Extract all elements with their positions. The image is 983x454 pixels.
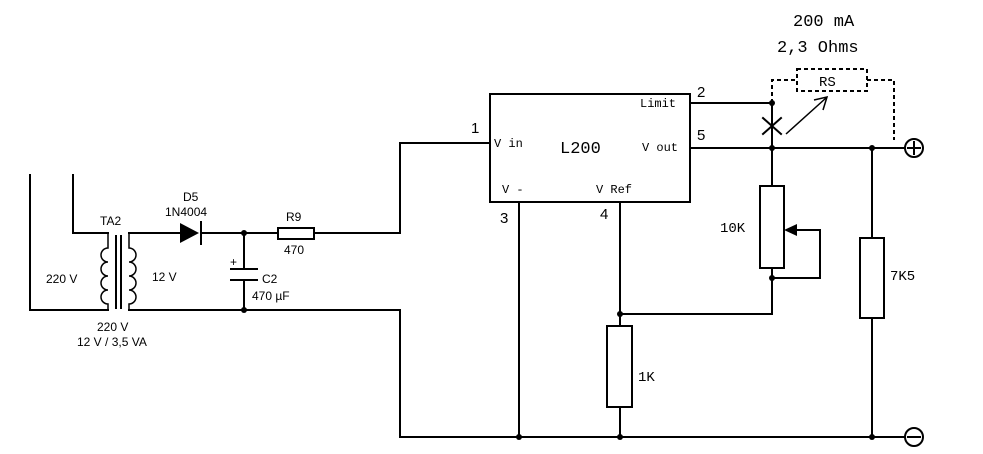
pin-vminus-label: V - bbox=[502, 183, 524, 197]
vref-network bbox=[617, 201, 775, 327]
resistor-1k: 1K bbox=[606, 325, 655, 438]
capacitor-c2: + C2 470 µF bbox=[230, 232, 290, 311]
c2-ref: C2 bbox=[262, 272, 278, 286]
rs-current: 200 mA bbox=[793, 13, 855, 32]
terminal-plus bbox=[904, 138, 924, 158]
pin-number-4: 4 bbox=[600, 206, 608, 223]
terminal-minus bbox=[904, 427, 924, 447]
potentiometer-10k: 10K bbox=[720, 147, 821, 279]
diode-ref: D5 bbox=[183, 190, 199, 204]
transformer-rating-line2: 12 V / 3,5 VA bbox=[77, 335, 147, 349]
secondary-voltage-label: 12 V bbox=[152, 270, 177, 284]
primary-voltage-label: 220 V bbox=[46, 272, 77, 286]
pin-limit-label: Limit bbox=[640, 97, 676, 111]
sense-resistor-rs: RS 200 mA 2,3 Ohms bbox=[771, 13, 895, 140]
r1k-value: 1K bbox=[638, 370, 655, 386]
c2-value: 470 µF bbox=[252, 289, 290, 303]
pin-number-2: 2 bbox=[697, 84, 705, 101]
rs-resistance: 2,3 Ohms bbox=[777, 39, 859, 58]
output-rail bbox=[689, 100, 905, 151]
transformer-ta2: TA2 220 V 12 V 220 V 12 V / 3,5 VA bbox=[29, 174, 177, 349]
rs-ref: RS bbox=[819, 75, 836, 91]
pin-vin-label: V in bbox=[494, 137, 523, 151]
r7k5-value: 7K5 bbox=[890, 269, 915, 285]
transformer-rating-line1: 220 V bbox=[97, 320, 128, 334]
c2-polarity: + bbox=[230, 255, 237, 269]
pin-vout-label: V out bbox=[642, 141, 678, 155]
diode-d5: D5 1N4004 bbox=[165, 190, 207, 245]
pot-value: 10K bbox=[720, 221, 746, 237]
resistor-7k5: 7K5 bbox=[859, 147, 915, 438]
pin-number-1: 1 bbox=[471, 120, 479, 137]
r9-value: 470 bbox=[284, 243, 304, 257]
r9-ref: R9 bbox=[286, 210, 302, 224]
ic-name: L200 bbox=[560, 140, 601, 159]
transformer-ref: TA2 bbox=[100, 214, 121, 228]
ic-l200: L200 V in Limit V out V - V Ref 1 2 3 4 … bbox=[471, 84, 705, 227]
pin-number-3: 3 bbox=[500, 210, 508, 227]
diode-part: 1N4004 bbox=[165, 205, 207, 219]
ground-return bbox=[128, 307, 905, 440]
pin-vref-label: V Ref bbox=[596, 183, 632, 197]
pin-number-5: 5 bbox=[697, 127, 705, 144]
resistor-r9: R9 470 bbox=[277, 210, 315, 257]
